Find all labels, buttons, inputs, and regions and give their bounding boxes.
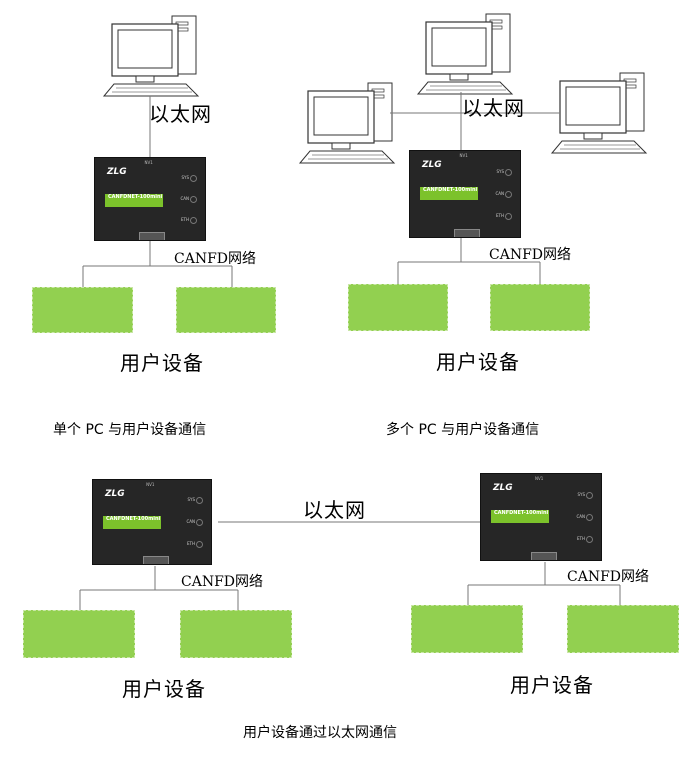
- led-label: ETH: [496, 213, 504, 218]
- canfd-network-label: CANFD网络: [567, 569, 650, 585]
- led-icon: [505, 169, 512, 176]
- led-label: CAN: [180, 196, 189, 201]
- canfd-network-label: CANFD网络: [181, 574, 264, 590]
- led-icon: [586, 492, 593, 499]
- canfdnet-device: NV1 ZLG CANFDNET-100mini SYS CAN ETH: [94, 157, 206, 241]
- device-brand: ZLG: [422, 160, 442, 170]
- led-icon: [190, 196, 197, 203]
- user-device-label: 用户设备: [436, 350, 520, 374]
- user-device-box: [180, 610, 292, 658]
- led-label: ETH: [181, 217, 189, 222]
- led-icon: [196, 541, 203, 548]
- ethernet-label: 以太网: [149, 102, 212, 126]
- canfd-network-label: CANFD网络: [489, 247, 572, 263]
- user-device-box: [411, 605, 523, 653]
- led-label: SYS: [577, 492, 585, 497]
- user-device-box: [176, 287, 276, 333]
- led-label: ETH: [187, 541, 195, 546]
- computer-icon: [551, 72, 647, 154]
- computer-icon: [103, 15, 199, 97]
- device-top-label: NV1: [146, 482, 155, 487]
- led-label: SYS: [496, 169, 504, 174]
- led-icon: [586, 514, 593, 521]
- ethernet-label: 以太网: [303, 498, 366, 522]
- user-device-label: 用户设备: [510, 673, 594, 697]
- device-brand: ZLG: [105, 489, 125, 499]
- led-label: CAN: [576, 514, 585, 519]
- device-model: CANFDNET-100mini: [103, 516, 161, 529]
- computer-icon: [417, 13, 513, 95]
- led-icon: [196, 519, 203, 526]
- user-device-box: [567, 605, 679, 653]
- led-icon: [505, 191, 512, 198]
- led-label: SYS: [181, 175, 189, 180]
- user-device-box: [348, 284, 448, 331]
- user-device-label: 用户设备: [120, 351, 204, 375]
- led-label: CAN: [186, 519, 195, 524]
- led-icon: [190, 217, 197, 224]
- canfd-network-label: CANFD网络: [174, 251, 257, 267]
- led-icon: [505, 213, 512, 220]
- device-model: CANFDNET-100mini: [420, 187, 478, 200]
- device-top-label: NV1: [459, 153, 468, 158]
- canfdnet-device: NV1 ZLG CANFDNET-100mini SYS CAN ETH: [480, 473, 602, 561]
- canfdnet-device: NV1 ZLG CANFDNET-100mini SYS CAN ETH: [409, 150, 521, 238]
- ethernet-label: 以太网: [462, 96, 525, 120]
- led-label: SYS: [187, 497, 195, 502]
- led-icon: [190, 175, 197, 182]
- caption-via-ethernet: 用户设备通过以太网通信: [243, 725, 397, 741]
- device-model: CANFDNET-100mini: [491, 510, 549, 523]
- led-label: CAN: [495, 191, 504, 196]
- device-brand: ZLG: [493, 483, 513, 493]
- computer-icon: [299, 82, 395, 164]
- can-port-icon: [139, 232, 165, 240]
- user-device-box: [23, 610, 135, 658]
- can-port-icon: [143, 556, 169, 564]
- caption-multi-pc: 多个 PC 与用户设备通信: [386, 422, 540, 438]
- caption-single-pc: 单个 PC 与用户设备通信: [53, 422, 207, 438]
- led-icon: [586, 536, 593, 543]
- user-device-label: 用户设备: [122, 677, 206, 701]
- led-label: ETH: [577, 536, 585, 541]
- can-port-icon: [531, 552, 557, 560]
- canfdnet-device: NV1 ZLG CANFDNET-100mini SYS CAN ETH: [92, 479, 212, 565]
- device-top-label: NV1: [535, 476, 544, 481]
- device-top-label: NV1: [144, 160, 153, 165]
- device-brand: ZLG: [107, 167, 127, 177]
- led-icon: [196, 497, 203, 504]
- user-device-box: [32, 287, 133, 333]
- device-model: CANFDNET-100mini: [105, 194, 163, 207]
- user-device-box: [490, 284, 590, 331]
- can-port-icon: [454, 229, 480, 237]
